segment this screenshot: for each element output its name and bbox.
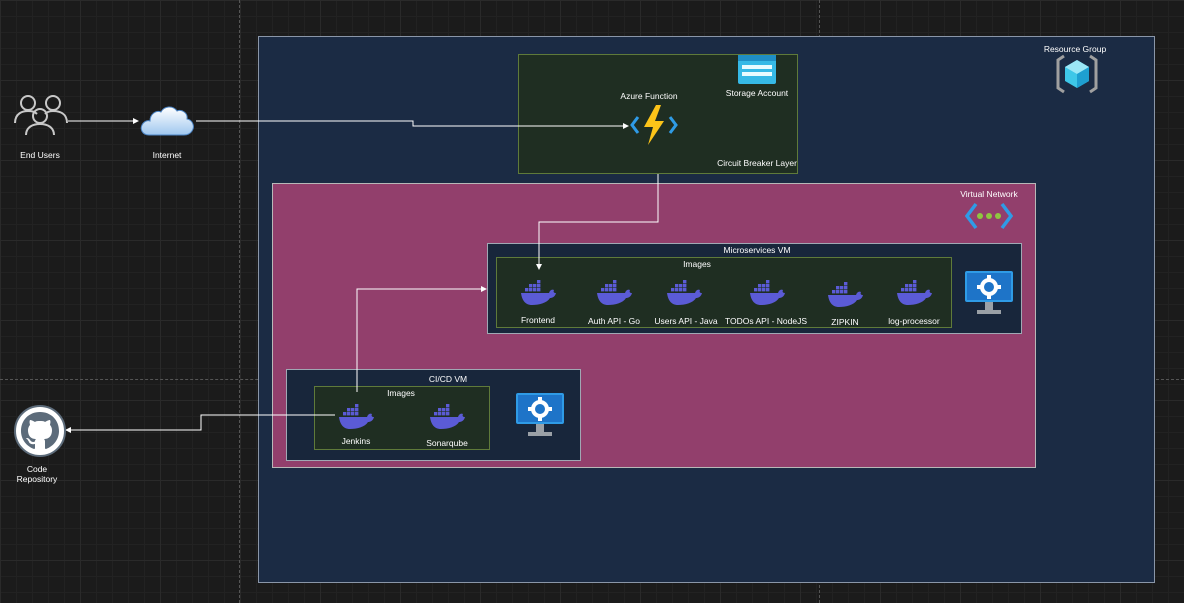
service-label: TODOs API - NodeJS: [724, 316, 808, 326]
docker-icon[interactable]: [595, 278, 633, 306]
microservices-images-label: Images: [683, 259, 711, 269]
service-label: Auth API - Go: [588, 316, 640, 326]
circuit-breaker-layer-label: Circuit Breaker Layer: [717, 158, 797, 168]
docker-icon[interactable]: [519, 278, 557, 306]
virtual-machine-icon[interactable]: [516, 393, 564, 437]
cicd-images-label: Images: [387, 388, 415, 398]
docker-icon[interactable]: [895, 278, 933, 306]
resource-group-label: Resource Group: [1043, 44, 1107, 54]
azure-function-label: Azure Function: [620, 91, 678, 101]
microservices-vm-label: Microservices VM: [723, 245, 791, 255]
cloud-icon: [140, 106, 194, 136]
code-repository-label-line1: Code: [26, 464, 48, 474]
service-label: log-processor: [888, 316, 940, 326]
edge-jenkins-microservices: [356, 286, 487, 392]
service-label: ZIPKIN: [831, 317, 859, 327]
service-label: Jenkins: [341, 436, 371, 446]
docker-icon[interactable]: [748, 278, 786, 306]
virtual-machine-icon[interactable]: [965, 271, 1013, 315]
virtual-network-icon: [965, 202, 1013, 230]
storage-account-icon[interactable]: [738, 55, 776, 84]
azure-function-icon[interactable]: [630, 103, 678, 147]
edge-jenkins-repo: [65, 414, 335, 433]
edge-internet-function: [196, 120, 629, 129]
internet-label: Internet: [152, 150, 182, 160]
storage-account-label: Storage Account: [725, 88, 789, 98]
cicd-vm-label: CI/CD VM: [428, 374, 468, 384]
service-label: Sonarqube: [426, 438, 468, 448]
service-label: Frontend: [520, 315, 556, 325]
edge-function-frontend: [536, 174, 659, 270]
docker-icon[interactable]: [665, 278, 703, 306]
resource-group-icon: [1056, 54, 1098, 94]
users-icon: [14, 95, 68, 135]
code-repository-label-line2: Repository: [16, 474, 58, 484]
service-label: Users API - Java: [654, 316, 718, 326]
docker-icon[interactable]: [826, 280, 864, 308]
docker-icon[interactable]: [337, 402, 375, 430]
docker-icon[interactable]: [428, 402, 466, 430]
github-icon[interactable]: [13, 404, 67, 458]
guide-line: [239, 0, 240, 603]
microservices-images-container[interactable]: [496, 257, 952, 328]
virtual-network-label: Virtual Network: [960, 189, 1018, 199]
end-users-label: End Users: [20, 150, 60, 160]
